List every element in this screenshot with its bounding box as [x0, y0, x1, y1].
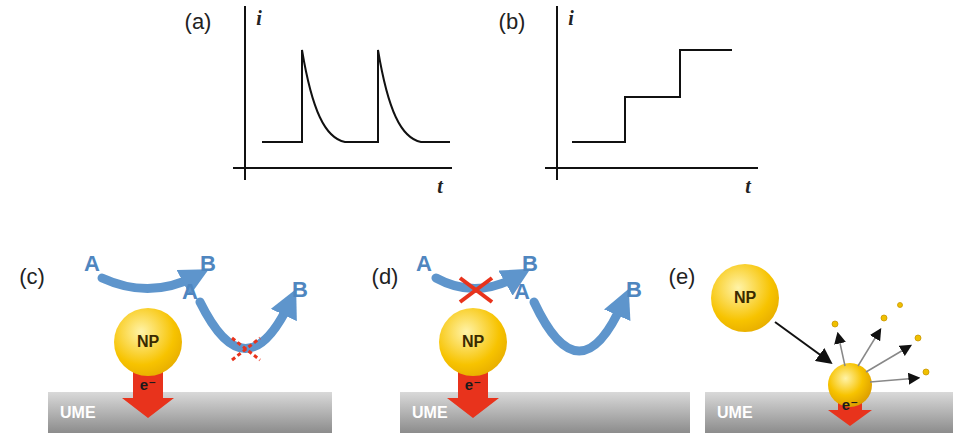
electron-label: e⁻: [140, 377, 156, 392]
electron-label: e⁻: [842, 397, 858, 412]
electrode-label: UME: [412, 404, 448, 422]
nanoparticle-circle: NP: [439, 308, 507, 376]
species-label: B: [522, 253, 538, 275]
electrode-band: UME: [48, 392, 332, 433]
panel-label: (c): [19, 266, 45, 288]
axis-label: t: [437, 176, 443, 196]
nanoparticle-circle: NP: [114, 308, 182, 376]
electrode-label: UME: [60, 404, 96, 422]
electron-label: e⁻: [465, 377, 481, 392]
axis-label: t: [745, 176, 751, 196]
panel-label: (e): [669, 266, 696, 288]
electrode-band: UME: [400, 392, 690, 433]
species-label: B: [626, 279, 642, 301]
particle-label: NP: [137, 333, 159, 351]
panel-label: (d): [372, 266, 399, 288]
particle-label: NP: [734, 289, 756, 307]
panel-label: (a): [185, 11, 212, 33]
panel-label: (b): [499, 11, 526, 33]
species-label: A: [182, 281, 198, 303]
species-label: A: [84, 253, 100, 275]
electrode-band: UME: [705, 392, 953, 433]
nanoparticle-circle: NP: [711, 264, 779, 332]
axis-label: i: [256, 8, 262, 28]
species-label: A: [416, 253, 432, 275]
species-label: B: [200, 253, 216, 275]
axis-label: i: [568, 8, 574, 28]
species-label: A: [514, 281, 530, 303]
particle-label: NP: [462, 333, 484, 351]
species-label: B: [292, 279, 308, 301]
electrode-label: UME: [717, 404, 753, 422]
